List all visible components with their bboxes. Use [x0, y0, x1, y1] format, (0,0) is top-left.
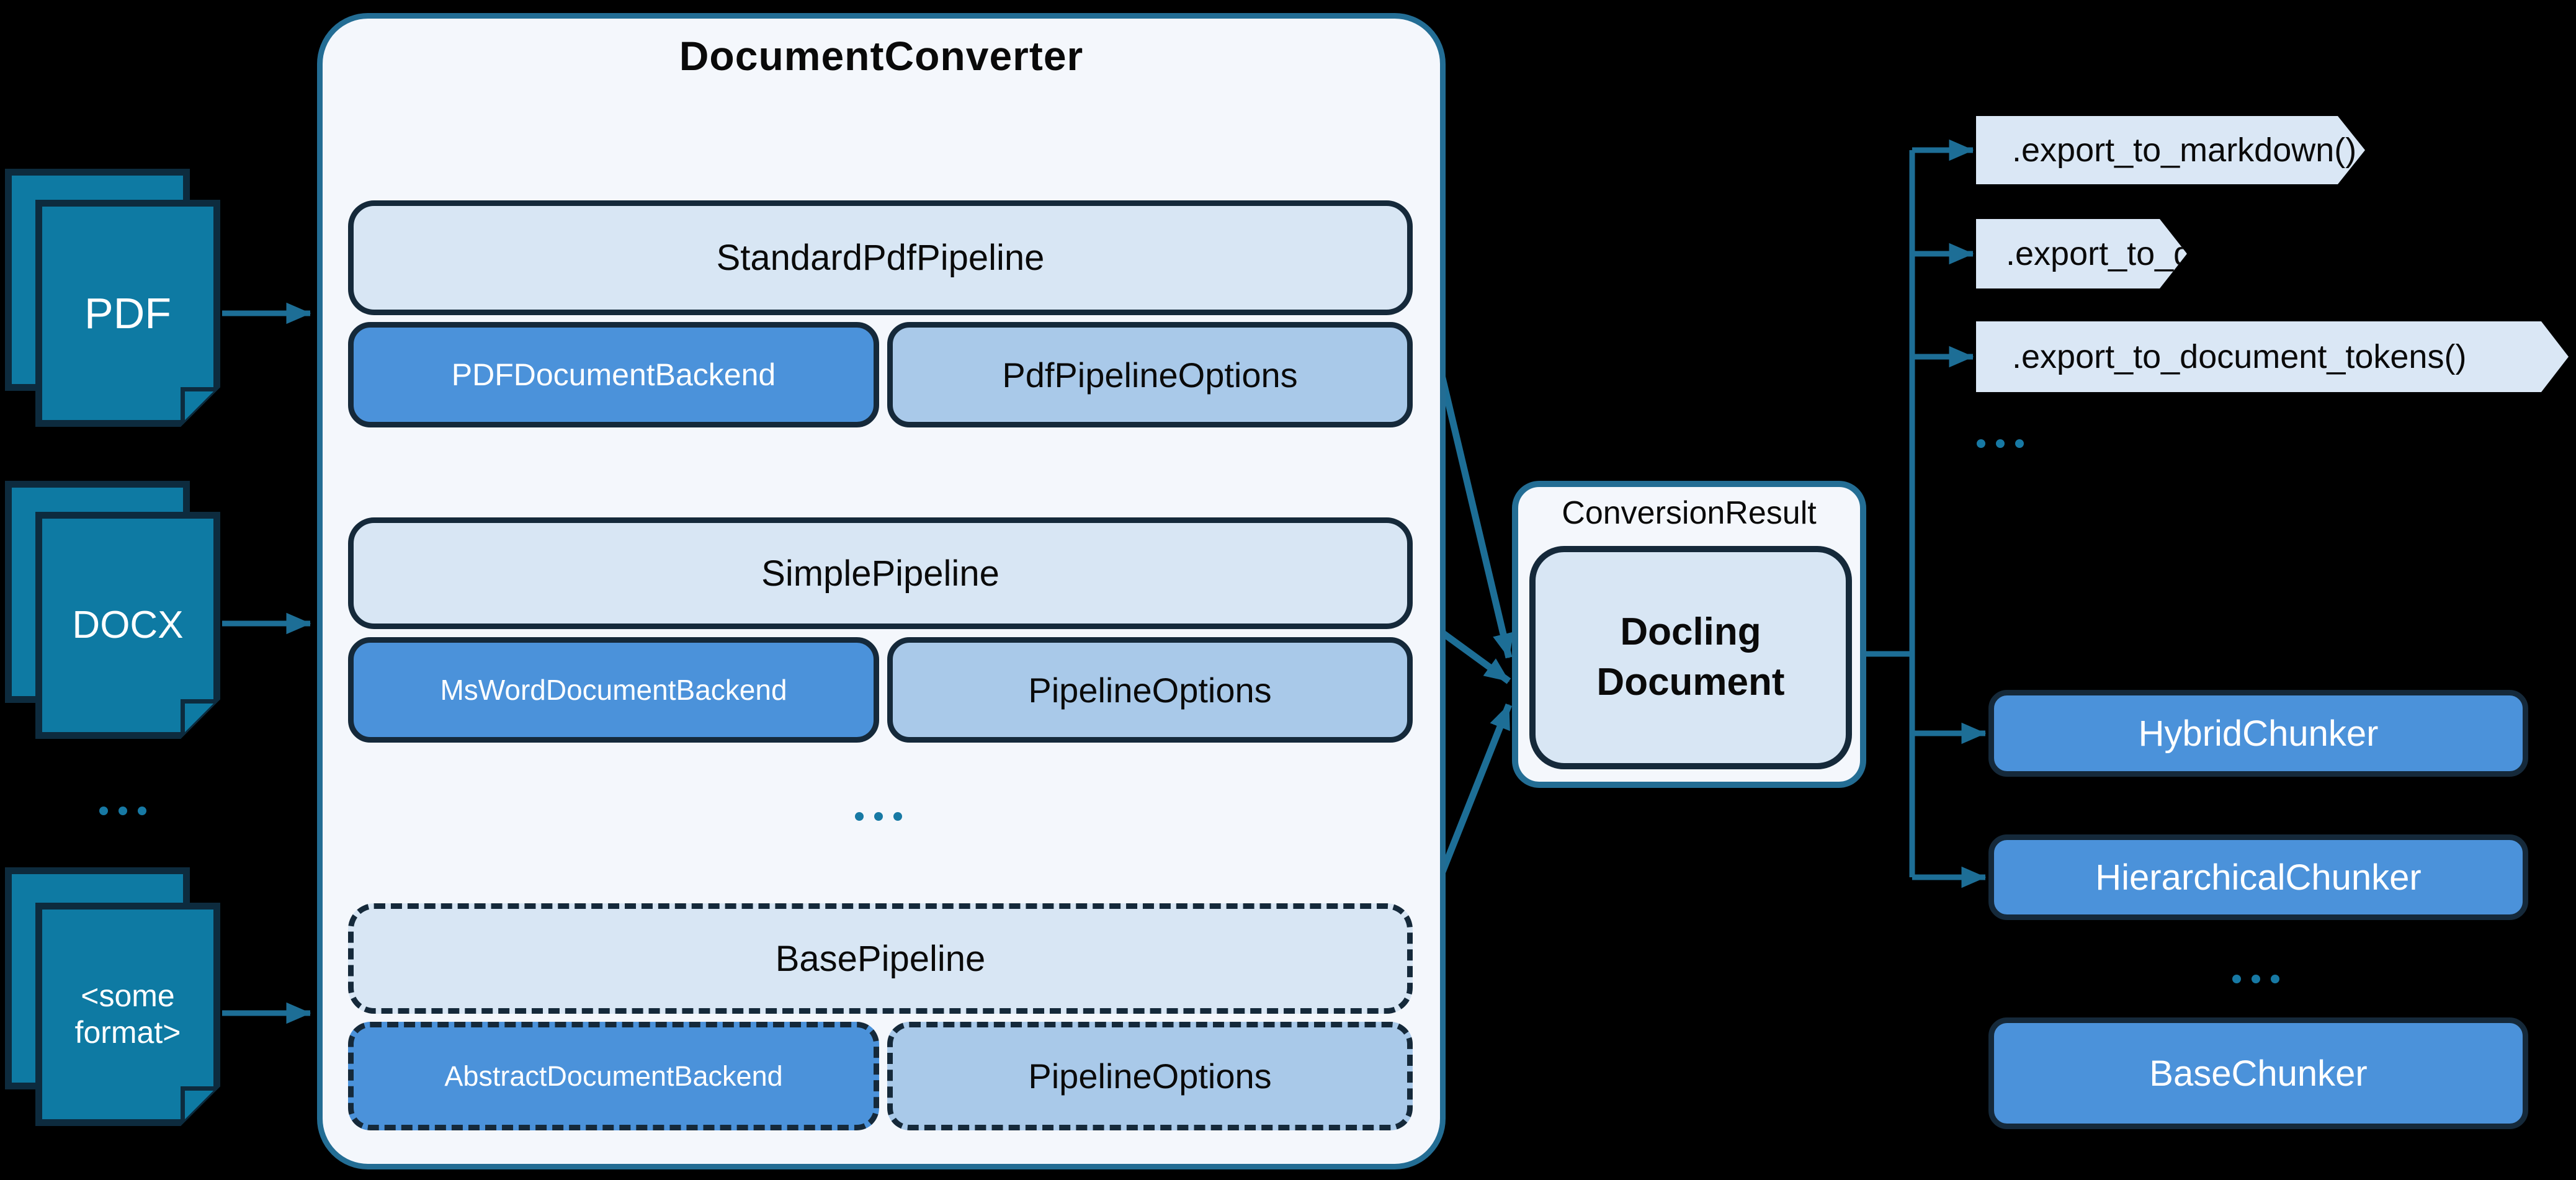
hybrid-chunker-label: HybridChunker	[2138, 713, 2379, 754]
pipeline-base: BasePipeline	[348, 903, 1413, 1014]
backend-msword-label: MsWordDocumentBackend	[440, 674, 787, 706]
someformat-front-page: <some format>	[35, 903, 220, 1126]
export-to-markdown-label: .export_to_markdown()	[2012, 132, 2357, 169]
pdf-label: PDF	[84, 288, 171, 337]
hierarchical-chunker-box: HierarchicalChunker	[1988, 834, 2528, 920]
pipeline-standardpdf: StandardPdfPipeline	[348, 200, 1413, 315]
pipeline-simple-label: SimplePipeline	[761, 553, 1000, 594]
ellipsis-icon	[1977, 439, 2024, 448]
options-pipeline-label: PipelineOptions	[1028, 670, 1272, 710]
ellipsis-icon	[99, 807, 146, 815]
docx-front-page: DOCX	[35, 512, 220, 739]
hierarchical-chunker-label: HierarchicalChunker	[2095, 857, 2422, 898]
base-chunker-box: BaseChunker	[1988, 1017, 2528, 1129]
docling-document-box: Docling Document	[1529, 546, 1852, 769]
export-to-document-tokens-tag: .export_to_document_tokens()	[1976, 321, 2569, 392]
export-to-markdown-tag: .export_to_markdown()	[1976, 116, 2365, 184]
ellipsis-icon	[855, 812, 902, 821]
backend-abstractdocument-label: AbstractDocumentBackend	[444, 1060, 783, 1092]
backend-abstractdocument: AbstractDocumentBackend	[348, 1022, 879, 1130]
options-pipeline: PipelineOptions	[887, 637, 1413, 743]
conversion-result-label: ConversionResult	[1562, 495, 1817, 531]
base-chunker-label: BaseChunker	[2149, 1053, 2368, 1094]
pdf-front-page: PDF	[35, 200, 220, 427]
someformat-label: <some format>	[74, 978, 181, 1050]
options-pdfpipeline-label: PdfPipelineOptions	[1002, 355, 1298, 395]
ellipsis-icon	[2232, 975, 2279, 983]
backend-msword: MsWordDocumentBackend	[348, 637, 879, 743]
options-pdfpipeline: PdfPipelineOptions	[887, 322, 1413, 427]
pipeline-standardpdf-label: StandardPdfPipeline	[716, 238, 1045, 278]
options-basepipeline: PipelineOptions	[887, 1022, 1413, 1130]
document-converter-title: DocumentConverter	[679, 33, 1084, 79]
docx-label: DOCX	[72, 604, 184, 647]
pipeline-simple: SimplePipeline	[348, 517, 1413, 629]
options-basepipeline-label: PipelineOptions	[1028, 1057, 1272, 1096]
backend-pdfdocument-label: PDFDocumentBackend	[451, 357, 776, 392]
hybrid-chunker-box: HybridChunker	[1988, 690, 2528, 777]
docling-document-label: Docling Document	[1596, 610, 1785, 704]
pipeline-base-label: BasePipeline	[775, 938, 986, 979]
export-to-document-tokens-label: .export_to_document_tokens()	[2012, 338, 2467, 375]
export-to-dict-tag: .export_to_dict()	[1976, 219, 2187, 288]
backend-pdfdocument: PDFDocumentBackend	[348, 322, 879, 427]
